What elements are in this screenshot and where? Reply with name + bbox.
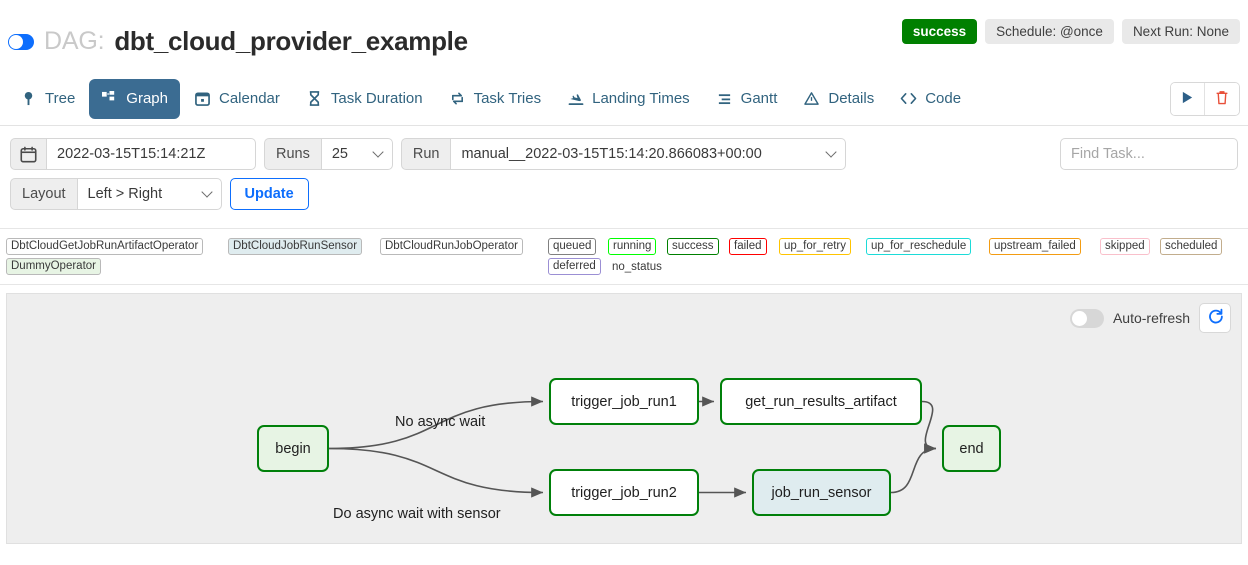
run-select[interactable]: manual__2022-03-15T15:14:20.866083+00:00 xyxy=(450,138,847,170)
tab-label: Gantt xyxy=(740,90,778,107)
graph-edge xyxy=(921,400,937,454)
runs-label: Runs xyxy=(264,138,321,170)
warning-triangle-icon xyxy=(803,90,820,107)
execution-date-group: 2022-03-15T15:14:21Z xyxy=(10,138,256,170)
tab-label: Graph xyxy=(126,90,168,107)
legend-state-chip[interactable]: skipped xyxy=(1100,238,1150,255)
dag-pause-toggle-icon[interactable] xyxy=(8,33,34,50)
dag-action-buttons xyxy=(1170,81,1240,116)
refresh-button[interactable] xyxy=(1199,303,1231,333)
runs-count-group: Runs 25 xyxy=(264,138,393,170)
run-filter-bar: 2022-03-15T15:14:21Z Runs 25 Run manual_… xyxy=(0,126,1248,229)
legend-state-chip[interactable]: upstream_failed xyxy=(989,238,1081,255)
layout-label: Layout xyxy=(10,178,77,210)
calendar-icon[interactable] xyxy=(10,138,46,170)
tab-code[interactable]: Code xyxy=(888,79,973,119)
tab-label: Landing Times xyxy=(592,90,690,107)
graph-node-end[interactable]: end xyxy=(942,425,1001,472)
tab-landing-times[interactable]: Landing Times xyxy=(555,79,702,119)
legend-state-chip[interactable]: queued xyxy=(548,238,597,255)
legend-state-chip[interactable]: up_for_retry xyxy=(779,238,852,255)
tab-tree[interactable]: Tree xyxy=(8,79,87,119)
layout-select[interactable]: Left > Right xyxy=(76,178,222,210)
legend-operator-chip[interactable]: DummyOperator xyxy=(6,258,101,275)
legend-bar: DbtCloudGetJobRunArtifactOperator DbtClou… xyxy=(0,229,1248,285)
graph-node-job_run_sensor[interactable]: job_run_sensor xyxy=(752,469,891,516)
graph-icon xyxy=(101,90,118,107)
refresh-icon xyxy=(1207,308,1224,328)
play-icon xyxy=(1181,91,1194,107)
status-badge: success xyxy=(901,19,978,44)
find-task-input[interactable] xyxy=(1060,138,1238,170)
dag-prefix-label: DAG: xyxy=(44,27,105,55)
legend-operator-chip[interactable]: DbtCloudRunJobOperator xyxy=(380,238,523,255)
graph-edge xyxy=(328,447,544,498)
gantt-icon xyxy=(716,90,733,107)
legend-state-chip[interactable]: up_for_reschedule xyxy=(866,238,972,255)
schedule-badge[interactable]: Schedule: @once xyxy=(985,19,1114,44)
graph-node-get_run_results_artifact[interactable]: get_run_results_artifact xyxy=(720,378,922,425)
graph-edge xyxy=(328,396,544,450)
code-brackets-icon xyxy=(900,90,917,107)
dag-title: DAG: dbt_cloud_provider_example xyxy=(8,26,468,57)
tab-details[interactable]: Details xyxy=(791,79,886,119)
legend-operator-chip[interactable]: DbtCloudJobRunSensor xyxy=(228,238,363,255)
trigger-dag-button[interactable] xyxy=(1171,82,1205,115)
tab-label: Task Tries xyxy=(473,90,542,107)
filter-row-1: 2022-03-15T15:14:21Z Runs 25 Run manual_… xyxy=(10,138,1238,170)
legend-operator-chip[interactable]: DbtCloudGetJobRunArtifactOperator xyxy=(6,238,204,255)
auto-refresh-toggle[interactable] xyxy=(1069,308,1104,328)
graph-node-trigger_job_run1[interactable]: trigger_job_run1 xyxy=(549,378,699,425)
dag-header: DAG: dbt_cloud_provider_example success … xyxy=(0,0,1248,72)
view-tabs: Tree Graph Calendar Task Duration Task T xyxy=(8,78,973,119)
legend-state-chip[interactable]: failed xyxy=(729,238,767,255)
graph-node-trigger_job_run2[interactable]: trigger_job_run2 xyxy=(549,469,699,516)
tab-label: Code xyxy=(925,90,962,107)
tab-label: Tree xyxy=(45,90,76,107)
auto-refresh-controls: Auto-refresh xyxy=(1069,303,1231,333)
trash-icon xyxy=(1215,90,1229,108)
legend-state-chip[interactable]: scheduled xyxy=(1160,238,1223,255)
header-badges: success Schedule: @once Next Run: None xyxy=(901,19,1240,44)
runs-count-select[interactable]: 25 xyxy=(320,138,393,170)
page-title: dbt_cloud_provider_example xyxy=(114,26,468,56)
tree-icon xyxy=(20,90,37,107)
tab-calendar[interactable]: Calendar xyxy=(182,79,292,119)
tab-label: Task Duration xyxy=(330,90,423,107)
filter-row-2: Layout Left > Right Update xyxy=(10,178,1238,210)
execution-date-input[interactable]: 2022-03-15T15:14:21Z xyxy=(46,138,256,170)
update-button[interactable]: Update xyxy=(229,178,309,210)
view-tabbar: Tree Graph Calendar Task Duration Task T xyxy=(0,72,1248,126)
graph-edge-label: Do async wait with sensor xyxy=(333,506,501,522)
layout-group: Layout Left > Right xyxy=(10,178,222,210)
retry-icon xyxy=(449,90,466,107)
graph-canvas[interactable]: begin trigger_job_run1 get_run_results_art… xyxy=(7,294,1241,543)
tab-gantt[interactable]: Gantt xyxy=(704,79,790,119)
tab-label: Calendar xyxy=(219,90,280,107)
calendar-icon xyxy=(194,90,211,107)
auto-refresh-label: Auto-refresh xyxy=(1112,310,1190,326)
hourglass-icon xyxy=(306,90,323,107)
landing-icon xyxy=(567,90,584,107)
tab-task-tries[interactable]: Task Tries xyxy=(437,79,554,119)
legend-state-chip[interactable]: running xyxy=(608,238,657,255)
delete-dag-button[interactable] xyxy=(1205,82,1239,115)
run-select-group: Run manual__2022-03-15T15:14:20.866083+0… xyxy=(400,138,847,170)
graph-edge-label: No async wait xyxy=(395,414,486,430)
graph-node-begin[interactable]: begin xyxy=(257,425,329,472)
dag-graph-panel: Auto-refresh begin trigger_job_run1 get_ru… xyxy=(6,293,1242,544)
legend-no-status-label: no_status xyxy=(612,260,662,273)
run-label: Run xyxy=(400,138,451,170)
legend-state-chip[interactable]: success xyxy=(667,238,719,255)
tab-graph[interactable]: Graph xyxy=(89,78,180,119)
tab-label: Details xyxy=(828,90,875,107)
graph-edges xyxy=(328,396,937,498)
next-run-badge: Next Run: None xyxy=(1121,19,1240,44)
legend-state-chip[interactable]: deferred xyxy=(548,258,601,275)
tab-task-duration[interactable]: Task Duration xyxy=(294,79,435,119)
graph-edge xyxy=(890,443,937,494)
